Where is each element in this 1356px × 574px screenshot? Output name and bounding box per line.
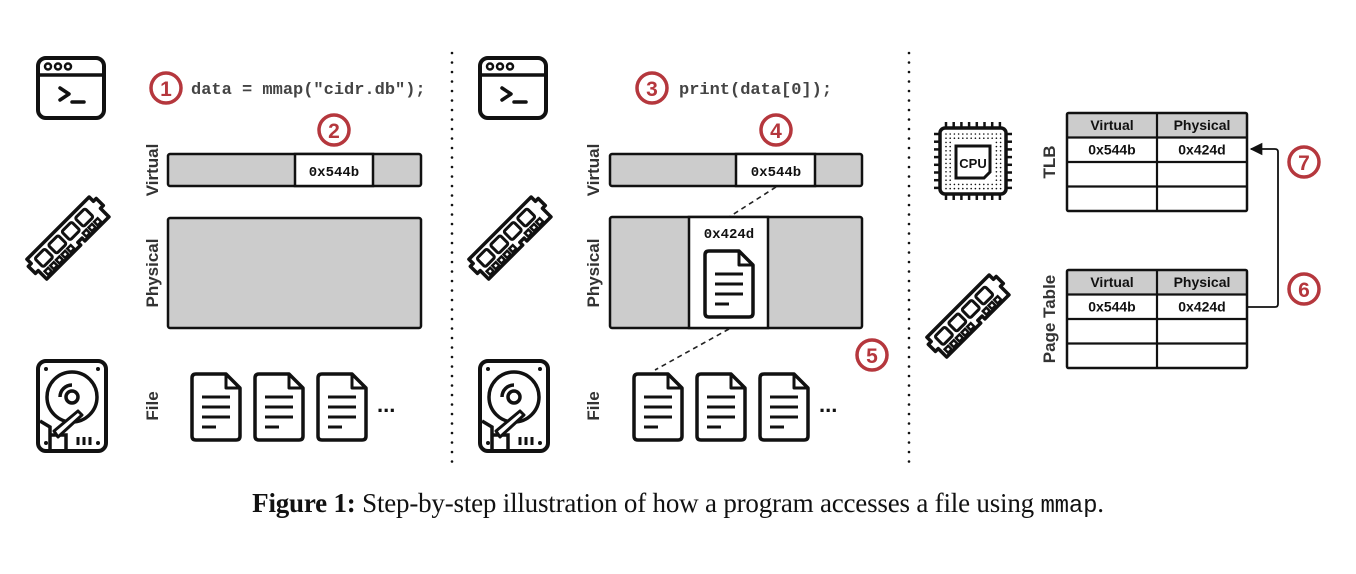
document-icon (253, 372, 305, 442)
cpu-icon: CPU (934, 122, 1012, 200)
virtual-page (734, 152, 817, 188)
virtual-memory-label: Virtual (584, 144, 603, 197)
document-icon (190, 372, 242, 442)
load-dashed-line (654, 328, 730, 371)
physical-memory-block: 0x424d (608, 215, 864, 330)
file-label: File (584, 391, 603, 420)
svg-text:3: 3 (646, 78, 658, 101)
hard-drive-icon (478, 359, 550, 453)
physical-memory-label: Physical (584, 239, 603, 308)
hard-drive-icon (36, 359, 108, 453)
tlb-label: TLB (1040, 145, 1059, 178)
page-table-label: Page Table (1040, 275, 1059, 364)
step-badge-5: 5 (855, 338, 889, 372)
virtual-memory-bar: 0x544b (166, 152, 423, 188)
panel-page-fault: 3 print(data[0]); 4 Virtual 0x544b Physi… (464, 56, 889, 453)
physical-memory-block (166, 216, 423, 330)
table-header-cell: Virtual (1090, 274, 1133, 290)
code-snippet: data = mmap("cidr.db"); (191, 81, 426, 100)
step-badge-6: 6 (1287, 272, 1321, 306)
figure-caption: Figure 1: Step-by-step illustration of h… (0, 488, 1356, 520)
page-table: Virtual Physical 0x544b 0x424d (1065, 268, 1249, 370)
svg-text:5: 5 (866, 345, 878, 368)
step-badge-2: 2 (317, 113, 351, 147)
tlb-fill-arrow (1248, 142, 1279, 308)
caption-text: Step-by-step illustration of how a progr… (355, 488, 1041, 518)
ram-icon (464, 192, 556, 284)
physical-address: 0x424d (704, 227, 754, 243)
virtual-memory-label: Virtual (143, 144, 162, 197)
file-label: File (143, 391, 162, 420)
caption-end: . (1097, 488, 1104, 518)
step-badge-4: 4 (759, 113, 793, 147)
svg-text:7: 7 (1298, 152, 1310, 175)
table-cell: 0x424d (1178, 142, 1225, 158)
virtual-address: 0x544b (309, 165, 359, 181)
document-icon (316, 372, 368, 442)
ram-icon (22, 192, 114, 284)
step-badge-1: 1 (149, 71, 183, 105)
virtual-address: 0x544b (751, 165, 801, 181)
table-header-cell: Physical (1174, 117, 1231, 133)
svg-text:6: 6 (1298, 279, 1310, 302)
panel-divider (907, 51, 911, 463)
code-snippet: print(data[0]); (679, 81, 832, 100)
svg-text:1: 1 (160, 78, 172, 101)
table-cell: 0x424d (1178, 299, 1225, 315)
svg-text:4: 4 (770, 120, 782, 143)
table-header-cell: Physical (1174, 274, 1231, 290)
more-files-ellipsis: ... (377, 392, 395, 417)
mapping-dashed-line (728, 186, 777, 218)
step-badge-7: 7 (1287, 145, 1321, 179)
table-cell: 0x544b (1088, 142, 1135, 158)
caption-label: Figure 1: (252, 488, 356, 518)
caption-code: mmap (1040, 493, 1098, 520)
tlb-table: Virtual Physical 0x544b 0x424d (1065, 111, 1249, 213)
ram-icon (922, 270, 1014, 362)
panel-mmap-call: 1 data = mmap("cidr.db"); 2 Virtual 0x54… (22, 56, 426, 453)
table-header-cell: Virtual (1090, 117, 1133, 133)
panel-divider (450, 51, 454, 463)
document-icon (632, 372, 684, 442)
document-icon (703, 249, 755, 319)
document-icon (695, 372, 747, 442)
virtual-page (293, 152, 375, 188)
document-icon (758, 372, 810, 442)
terminal-icon (36, 56, 106, 120)
physical-memory-label: Physical (143, 239, 162, 308)
step-badge-3: 3 (635, 71, 669, 105)
table-cell: 0x544b (1088, 299, 1135, 315)
svg-text:2: 2 (328, 120, 340, 143)
svg-text:CPU: CPU (959, 156, 986, 171)
more-files-ellipsis: ... (819, 392, 837, 417)
terminal-icon (478, 56, 548, 120)
virtual-memory-bar: 0x544b (608, 152, 864, 188)
